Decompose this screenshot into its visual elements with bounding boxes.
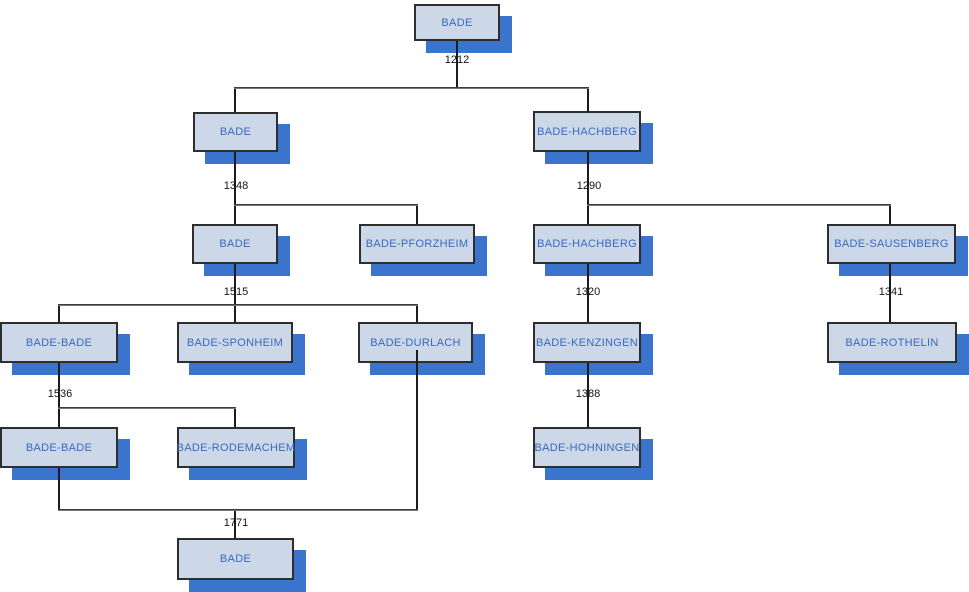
tree-node-bade-gen2[interactable]: BADE bbox=[193, 112, 290, 164]
year-label: 1388 bbox=[575, 388, 601, 400]
tree-node-bade-sponheim[interactable]: BADE-SPONHEIM bbox=[177, 322, 305, 375]
connector-line bbox=[58, 468, 60, 511]
connector-line bbox=[234, 204, 418, 206]
connector-line bbox=[587, 363, 589, 427]
year-label: 1290 bbox=[576, 180, 602, 192]
connector-line bbox=[587, 204, 891, 206]
year-label: 1536 bbox=[47, 388, 73, 400]
node-label: BADE-HACHBERG bbox=[537, 125, 637, 138]
node-label: BADE-KENZINGEN bbox=[536, 336, 638, 349]
node-label: BADE-ROTHELIN bbox=[845, 336, 939, 349]
connector-line bbox=[234, 87, 589, 89]
connector-line bbox=[234, 264, 236, 322]
tree-node-bade-root[interactable]: BADE bbox=[414, 4, 512, 53]
connector-line bbox=[58, 407, 236, 409]
connector-line bbox=[234, 152, 236, 224]
tree-node-bade-pforzheim[interactable]: BADE-PFORZHEIM bbox=[359, 224, 487, 276]
year-label: 1348 bbox=[223, 180, 249, 192]
connector-line bbox=[587, 88, 589, 112]
connector-line bbox=[58, 304, 418, 306]
node-label: BADE-RODEMACHEM bbox=[176, 441, 296, 454]
node-label: BADE bbox=[219, 553, 252, 565]
connector-line bbox=[587, 264, 589, 322]
year-label: 1320 bbox=[575, 286, 601, 298]
node-label: BADE bbox=[441, 16, 473, 29]
connector-line bbox=[587, 152, 589, 224]
tree-node-bade-sausenberg[interactable]: BADE-SAUSENBERG bbox=[827, 224, 968, 276]
node-label: BADE-HOHNINGEN bbox=[534, 441, 640, 454]
node-label: BADE bbox=[219, 238, 251, 250]
tree-node-bade-bade-gen5[interactable]: BADE-BADE bbox=[0, 427, 130, 480]
node-label: BADE bbox=[219, 126, 252, 138]
connector-line bbox=[234, 88, 236, 112]
tree-node-bade-durlach[interactable]: BADE-DURLACH bbox=[358, 322, 485, 375]
node-label: BADE-BADE bbox=[25, 336, 93, 349]
node-label: BADE-BADE bbox=[25, 441, 93, 454]
year-label: 1212 bbox=[444, 54, 470, 66]
year-label: 1515 bbox=[223, 286, 249, 298]
year-label: 1341 bbox=[878, 286, 904, 298]
connector-line bbox=[416, 305, 418, 322]
node-label: BADE-SAUSENBERG bbox=[834, 238, 949, 250]
tree-node-bade-hachberg-gen2[interactable]: BADE-HACHBERG bbox=[533, 111, 653, 164]
connector-line bbox=[234, 509, 236, 538]
connector-line bbox=[889, 205, 891, 224]
tree-node-bade-hohningen[interactable]: BADE-HOHNINGEN bbox=[533, 427, 653, 480]
connector-line bbox=[416, 205, 418, 224]
tree-node-bade-kenzingen[interactable]: BADE-KENZINGEN bbox=[533, 322, 653, 375]
connector-line bbox=[416, 350, 418, 511]
connector-line bbox=[889, 264, 891, 322]
tree-node-bade-gen3[interactable]: BADE bbox=[192, 224, 290, 276]
connector-line bbox=[234, 408, 236, 427]
connector-line bbox=[456, 41, 458, 89]
year-label: 1771 bbox=[223, 517, 249, 529]
connector-line bbox=[58, 509, 418, 511]
tree-node-bade-hachberg-gen3[interactable]: BADE-HACHBERG bbox=[533, 224, 653, 276]
node-label: BADE-SPONHEIM bbox=[186, 336, 284, 349]
tree-node-bade-rodemachem[interactable]: BADE-RODEMACHEM bbox=[176, 427, 307, 480]
connector-line bbox=[58, 305, 60, 322]
node-label: BADE-DURLACH bbox=[370, 336, 461, 349]
node-label: BADE-PFORZHEIM bbox=[365, 238, 469, 250]
connector-line bbox=[58, 363, 60, 427]
tree-node-bade-bade-gen4[interactable]: BADE-BADE bbox=[0, 322, 130, 375]
tree-node-bade-final[interactable]: BADE bbox=[177, 538, 306, 592]
tree-node-bade-rothelin[interactable]: BADE-ROTHELIN bbox=[827, 322, 969, 375]
node-label: BADE-HACHBERG bbox=[537, 238, 637, 250]
